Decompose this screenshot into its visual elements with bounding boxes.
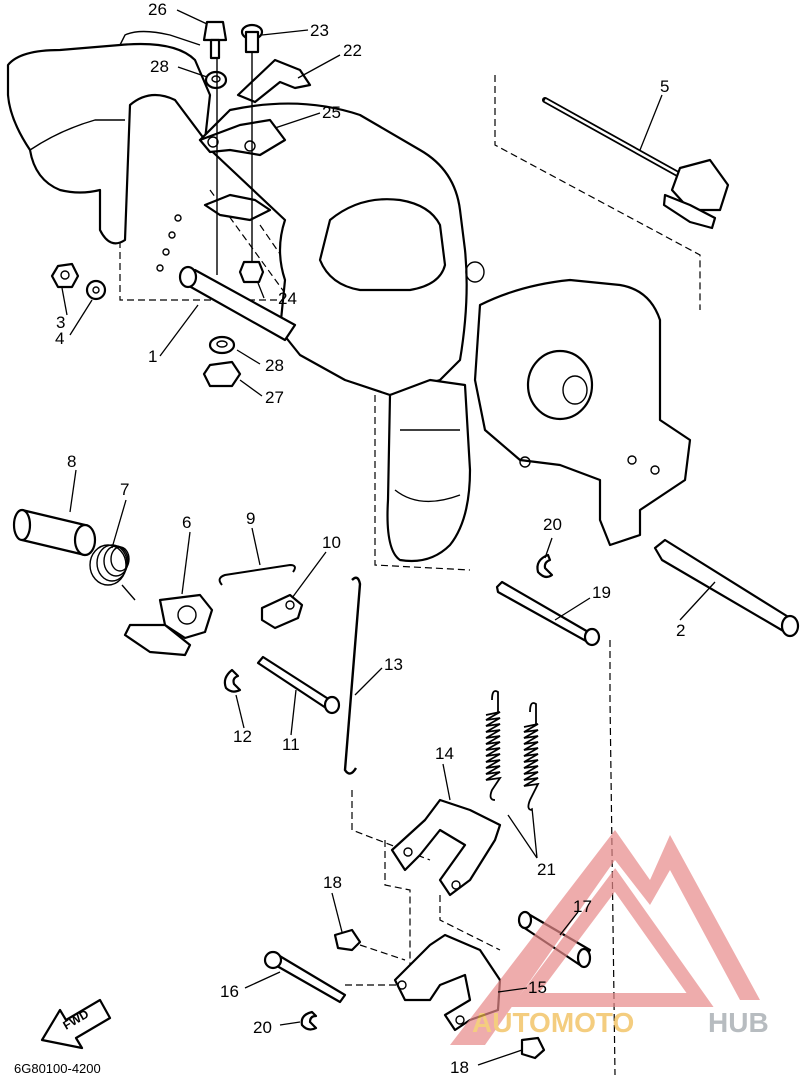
callout-1: 1	[148, 347, 157, 366]
callout-5: 5	[660, 77, 669, 96]
fwd-arrow-icon: FWD	[40, 998, 112, 1050]
callout-3: 3	[56, 313, 65, 332]
callout-7: 7	[120, 480, 129, 499]
watermark-text-1: AUTOMOTO	[472, 1007, 634, 1038]
watermark-logo: AUTOMOTO HUB	[450, 830, 769, 1045]
callout-13: 13	[384, 655, 403, 674]
callout-15: 15	[528, 978, 547, 997]
part-19-bolt	[495, 580, 601, 647]
part-5-bolt	[542, 97, 730, 230]
callout-19: 19	[592, 583, 611, 602]
part-12-circlip	[223, 668, 242, 693]
callout-16: 16	[220, 982, 239, 1001]
callout-10: 10	[322, 533, 341, 552]
callout-20-bottom: 20	[253, 1018, 272, 1037]
callout-11: 11	[282, 735, 300, 754]
callout-21: 21	[537, 860, 556, 879]
callout-28-bottom: 28	[265, 356, 284, 375]
callout-26: 26	[148, 0, 167, 19]
part-18-clip-lower	[520, 1036, 546, 1060]
callout-20-top: 20	[543, 515, 562, 534]
callout-28-top: 28	[150, 57, 169, 76]
callout-leaders	[61, 9, 716, 1066]
watermark-text-2: HUB	[708, 1007, 769, 1038]
callout-2: 2	[676, 621, 685, 640]
callout-27: 27	[265, 388, 284, 407]
callout-14: 14	[435, 744, 454, 763]
callout-9: 9	[246, 509, 255, 528]
callout-25: 25	[322, 103, 341, 122]
part-15-bracket	[393, 933, 502, 1032]
part-18-clip-upper	[333, 928, 362, 952]
part-6-lever	[123, 593, 214, 657]
callout-4: 4	[55, 329, 64, 348]
callout-18-top: 18	[323, 873, 342, 892]
callout-22: 22	[343, 41, 362, 60]
part-9-wire	[218, 563, 296, 586]
callout-17: 17	[573, 897, 592, 916]
callout-18-bottom: 18	[450, 1058, 469, 1077]
part-11-pin	[256, 655, 341, 715]
callout-23: 23	[310, 21, 329, 40]
callout-12: 12	[233, 727, 252, 746]
callout-6: 6	[182, 513, 191, 532]
hardware-top	[50, 20, 312, 388]
callout-numbers: 26 23 28 22 25 5 3 4 1 24 28 27 8 7 6 9 …	[55, 0, 685, 1077]
part-21-springs	[485, 690, 540, 811]
callout-8: 8	[67, 452, 76, 471]
part-14-bracket	[390, 798, 502, 897]
part-20-circlip-lower	[300, 1010, 318, 1031]
part-13-rod	[343, 576, 362, 775]
part-16-pin	[263, 950, 347, 1004]
part-20-circlip-upper	[536, 553, 554, 579]
diagram-code: 6G80100-4200	[14, 1061, 101, 1076]
part-1-pin	[178, 265, 297, 342]
part-7-spring	[89, 544, 136, 601]
swivel-bracket	[6, 30, 692, 563]
part-8-sleeve	[12, 508, 97, 557]
callout-24: 24	[278, 289, 297, 308]
part-10-bracket	[260, 593, 304, 630]
part-2-through-bolt	[653, 538, 800, 638]
